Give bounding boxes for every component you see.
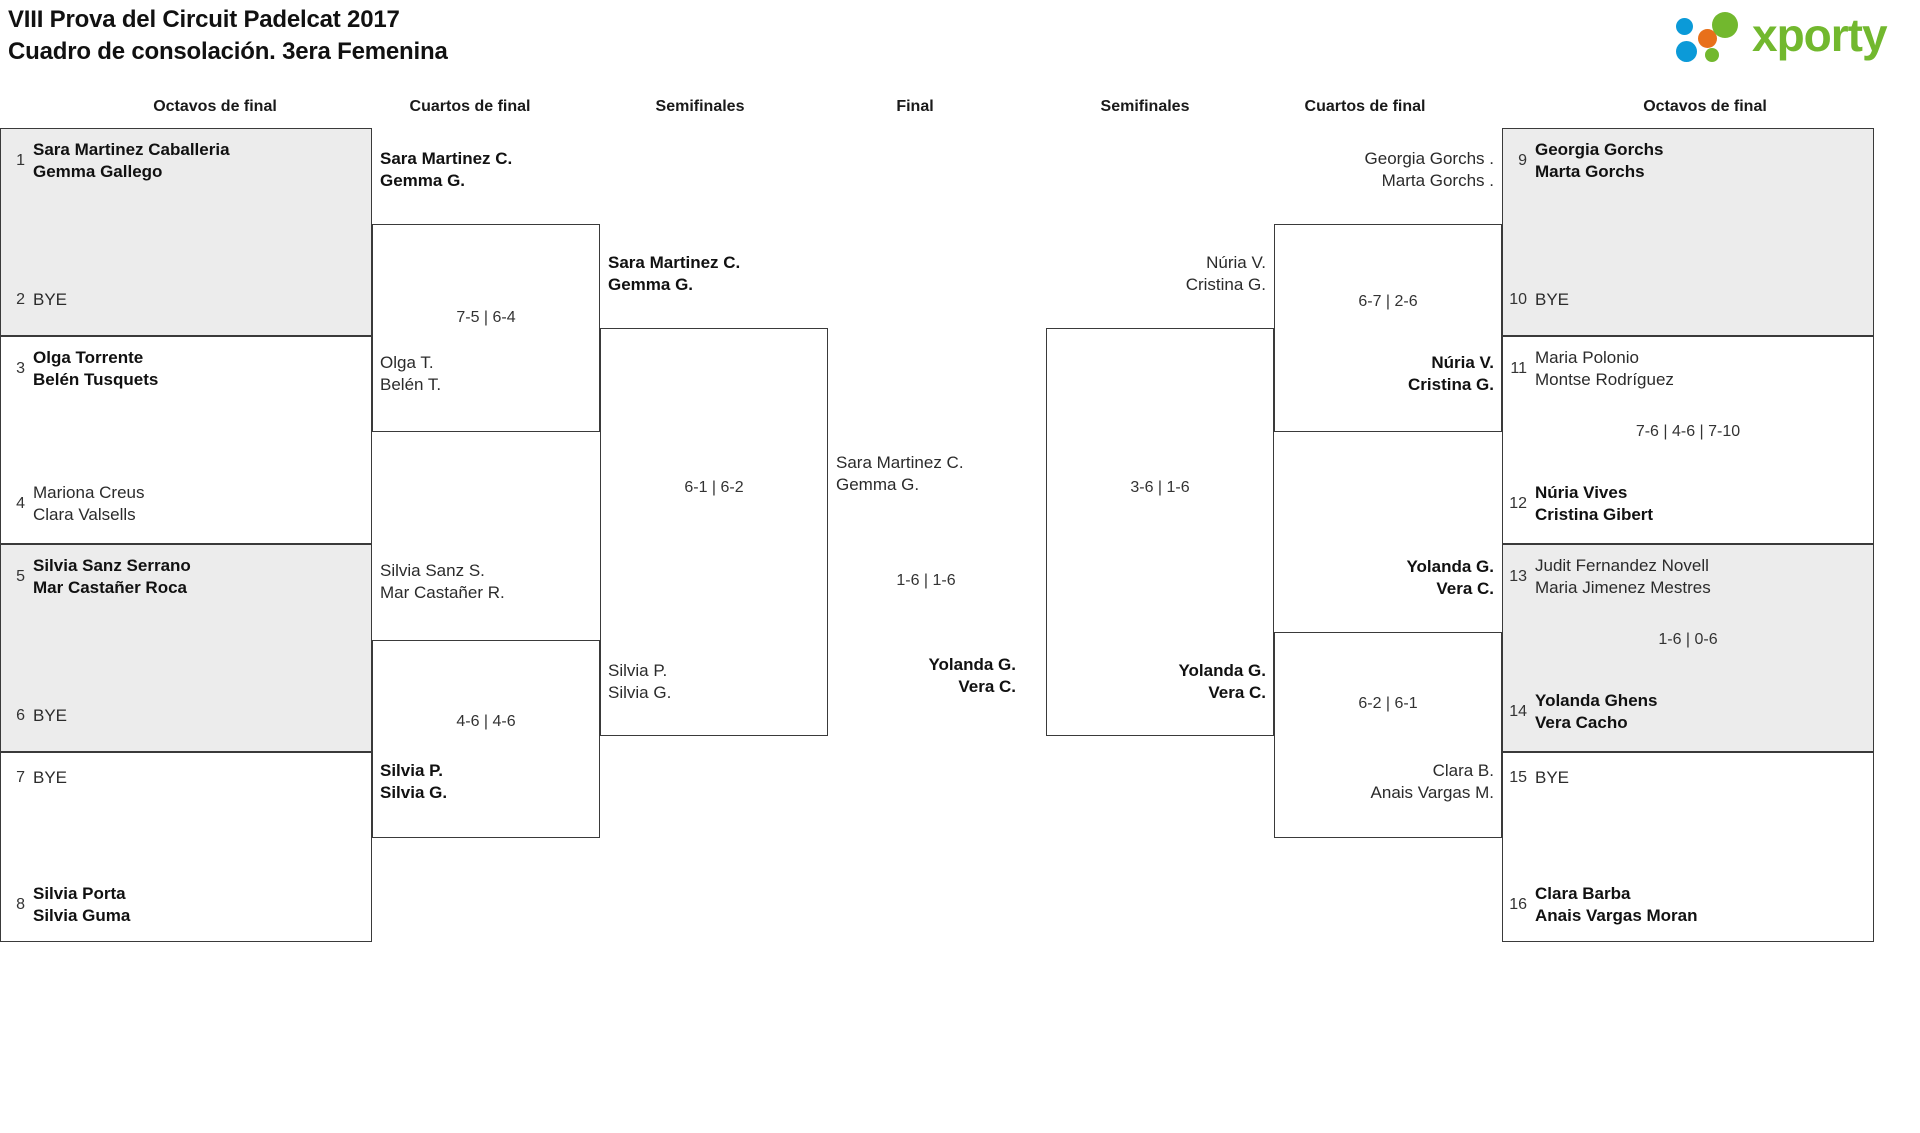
sf-left-top-player: Sara Martinez C.Gemma G. [608, 253, 741, 294]
seed-number: 14 [1509, 703, 1527, 720]
player-names: BYE [33, 706, 68, 725]
sf-right-top-player: Núria V.Cristina G. [1185, 253, 1266, 294]
player-names: BYE [33, 768, 68, 787]
player-names: Silvia Porta Silvia Guma [33, 884, 131, 925]
r16-slot-seed-8[interactable]: 8 Silvia Porta Silvia Guma [7, 883, 130, 927]
seed-number: 7 [16, 769, 25, 786]
player-names: BYE [1535, 290, 1570, 309]
r16-slot-seed-15[interactable]: 15 BYE [1509, 767, 1569, 789]
tournament-name: VIII Prova del Circuit Padelcat 2017 [8, 6, 400, 33]
seed-number: 13 [1509, 568, 1527, 585]
qf-right-1-score: 6-7 | 2-6 [1358, 293, 1418, 310]
seed-number: 5 [16, 568, 25, 585]
seed-number: 8 [16, 896, 25, 913]
r16-box-left-2[interactable]: 3 Olga Torrente Belén Tusquets 4 Mariona… [0, 336, 372, 544]
player-names: Maria Polonio Montse Rodríguez [1535, 348, 1674, 389]
r16-slot-seed-12[interactable]: 12 Núria Vives Cristina Gibert [1509, 482, 1653, 526]
r16-slot-seed-14[interactable]: 14 Yolanda Ghens Vera Cacho [1509, 690, 1658, 734]
r16-box-left-4[interactable]: 7 BYE 8 Silvia Porta Silvia Guma [0, 752, 372, 942]
seed-number: 2 [16, 291, 25, 308]
r16-box-right-2[interactable]: 11 Maria Polonio Montse Rodríguez 7-6 | … [1502, 336, 1874, 544]
player-names: BYE [33, 290, 68, 309]
sf-box-right[interactable]: 3-6 | 1-6 [1046, 328, 1274, 736]
seed-number: 1 [16, 152, 25, 169]
r16-slot-seed-4[interactable]: 4 Mariona Creus Clara Valsells [7, 482, 145, 526]
seed-number: 4 [16, 495, 25, 512]
qf-box-right-1[interactable]: 6-7 | 2-6 [1274, 224, 1502, 432]
r16-box-right-1[interactable]: 9 Georgia Gorchs Marta Gorchs 10 BYE [1502, 128, 1874, 336]
player-names: Silvia Sanz Serrano Mar Castañer Roca [33, 556, 191, 597]
seed-number: 3 [16, 360, 25, 377]
r16-slot-seed-9[interactable]: 9 Georgia Gorchs Marta Gorchs [1509, 139, 1663, 183]
qf-left-2-score: 4-6 | 4-6 [456, 713, 516, 730]
qf-box-left-2[interactable]: 4-6 | 4-6 [372, 640, 600, 838]
page-title: VIII Prova del Circuit Padelcat 2017 Cua… [8, 4, 448, 68]
qf-right-2-bottom-player: Clara B.Anais Vargas M. [1370, 761, 1494, 802]
round-header-semis-right: Semifinales [1100, 98, 1190, 115]
qf-right-2-top-player: Yolanda G.Vera C. [1406, 557, 1494, 598]
player-names: Judit Fernandez Novell Maria Jimenez Mes… [1535, 556, 1711, 597]
r16-box-right-4[interactable]: 15 BYE 16 Clara Barba Anais Vargas Moran [1502, 752, 1874, 942]
sf-right-score: 3-6 | 1-6 [1130, 479, 1190, 496]
player-names: BYE [1535, 768, 1570, 787]
qf-left-1-bottom-player: Olga T.Belén T. [380, 353, 442, 394]
round-header-cuartos-right: Cuartos de final [1304, 98, 1426, 115]
qf-right-1-bottom-player: Núria V.Cristina G. [1408, 353, 1494, 394]
qf-left-2-bottom-player: Silvia P.Silvia G. [380, 761, 448, 802]
r16-slot-seed-11[interactable]: 11 Maria Polonio Montse Rodríguez [1509, 347, 1674, 391]
logo-dots-icon [1676, 12, 1756, 62]
player-names: Mariona Creus Clara Valsells [33, 483, 145, 524]
r16-right-13-14-score: 1-6 | 0-6 [1658, 631, 1718, 648]
player-names: Georgia Gorchs Marta Gorchs [1535, 140, 1664, 181]
logo-wordmark: xporty [1752, 9, 1888, 61]
r16-box-right-3[interactable]: 13 Judit Fernandez Novell Maria Jimenez … [1502, 544, 1874, 752]
r16-right-11-12-score: 7-6 | 4-6 | 7-10 [1635, 423, 1741, 440]
qf-left-2-top-player: Silvia Sanz S.Mar Castañer R. [380, 561, 505, 602]
r16-slot-seed-3[interactable]: 3 Olga Torrente Belén Tusquets [7, 347, 158, 391]
seed-number: 15 [1509, 769, 1527, 786]
bracket-subtitle: Cuadro de consolación. 3era Femenina [8, 38, 448, 65]
final-right-finalist: Yolanda G.Vera C. [928, 655, 1016, 696]
r16-slot-seed-7[interactable]: 7 BYE [7, 767, 67, 789]
sf-left-score: 6-1 | 6-2 [684, 479, 744, 496]
r16-slot-seed-16[interactable]: 16 Clara Barba Anais Vargas Moran [1509, 883, 1698, 927]
player-names: Yolanda Ghens Vera Cacho [1535, 691, 1658, 732]
player-names: Sara Martinez Caballeria Gemma Gallego [33, 140, 230, 181]
player-names: Clara Barba Anais Vargas Moran [1535, 884, 1698, 925]
final-score: 1-6 | 1-6 [896, 572, 956, 589]
r16-slot-seed-6[interactable]: 6 BYE [7, 705, 67, 727]
qf-right-1-top-player: Georgia Gorchs .Marta Gorchs . [1364, 149, 1494, 190]
seed-number: 16 [1509, 896, 1527, 913]
player-names: Olga Torrente Belén Tusquets [33, 348, 159, 389]
round-header-final: Final [896, 98, 934, 115]
xporty-logo: xporty [1676, 8, 1906, 62]
final-left-finalist: Sara Martinez C.Gemma G. [836, 453, 964, 494]
seed-number: 12 [1509, 495, 1527, 512]
seed-number: 10 [1509, 291, 1527, 308]
seed-number: 9 [1518, 152, 1527, 169]
round-header-semis-left: Semifinales [655, 98, 745, 115]
round-header-octavos-right: Octavos de final [1643, 98, 1767, 115]
qf-left-1-score: 7-5 | 6-4 [456, 309, 516, 326]
round-header-octavos-left: Octavos de final [153, 98, 277, 115]
qf-left-1-top-player: Sara Martinez C.Gemma G. [380, 149, 513, 190]
seed-number: 11 [1510, 360, 1527, 377]
sf-box-left[interactable]: 6-1 | 6-2 [600, 328, 828, 736]
r16-slot-seed-1[interactable]: 1 Sara Martinez Caballeria Gemma Gallego [7, 139, 230, 183]
r16-slot-seed-10[interactable]: 10 BYE [1509, 289, 1569, 311]
player-names: Núria Vives Cristina Gibert [1535, 483, 1654, 524]
sf-left-bottom-player: Silvia P.Silvia G. [608, 661, 672, 702]
r16-slot-seed-13[interactable]: 13 Judit Fernandez Novell Maria Jimenez … [1509, 555, 1711, 599]
round-header-cuartos-left: Cuartos de final [409, 98, 531, 115]
qf-box-right-2[interactable]: 6-2 | 6-1 [1274, 632, 1502, 838]
qf-right-2-score: 6-2 | 6-1 [1358, 695, 1418, 712]
sf-right-bottom-player: Yolanda G.Vera C. [1178, 661, 1266, 702]
r16-box-left-3[interactable]: 5 Silvia Sanz Serrano Mar Castañer Roca … [0, 544, 372, 752]
r16-slot-seed-5[interactable]: 5 Silvia Sanz Serrano Mar Castañer Roca [7, 555, 191, 599]
r16-box-left-1[interactable]: 1 Sara Martinez Caballeria Gemma Gallego… [0, 128, 372, 336]
qf-box-left-1[interactable]: 7-5 | 6-4 [372, 224, 600, 432]
r16-slot-seed-2[interactable]: 2 BYE [7, 289, 67, 311]
seed-number: 6 [16, 707, 25, 724]
